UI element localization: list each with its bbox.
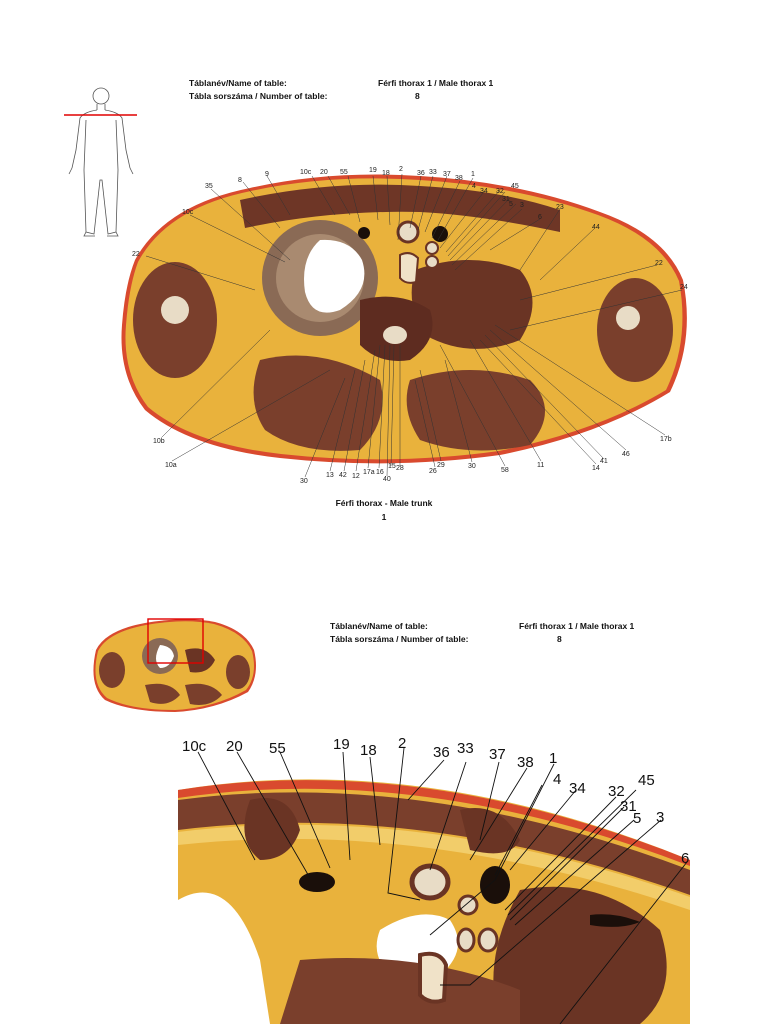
leader-lines-page2 bbox=[197, 747, 688, 1024]
label-30-right: 30 bbox=[468, 463, 476, 470]
table-name-value: Férfi thorax 1 / Male thorax 1 bbox=[378, 78, 494, 88]
label-8: 8 bbox=[238, 177, 242, 184]
zoom-label-45: 45 bbox=[638, 772, 655, 789]
label-24: 24 bbox=[680, 284, 688, 291]
label-2: 2 bbox=[399, 166, 403, 173]
svg-text:·: · bbox=[98, 698, 99, 701]
label-9: 9 bbox=[265, 171, 269, 178]
label-45: 45 bbox=[511, 183, 519, 190]
svg-text:·: · bbox=[92, 648, 93, 651]
label-20: 20 bbox=[320, 169, 328, 176]
table-name-label-2: Táblanév/Name of table: bbox=[330, 621, 428, 631]
svg-text:·: · bbox=[123, 629, 124, 632]
zoom-label-5: 5 bbox=[633, 810, 641, 827]
label-15: 15 bbox=[388, 463, 396, 470]
label-30-left: 30 bbox=[300, 478, 308, 485]
label-4: 4 bbox=[472, 183, 476, 190]
zoom-label-19: 19 bbox=[333, 736, 350, 753]
svg-text:·: · bbox=[140, 624, 141, 627]
zoom-label-33: 33 bbox=[457, 740, 474, 757]
label-38: 38 bbox=[455, 175, 463, 182]
zoom-label-32: 32 bbox=[608, 783, 625, 800]
label-12: 12 bbox=[352, 473, 360, 480]
label-35: 35 bbox=[205, 183, 213, 190]
label-44: 44 bbox=[592, 224, 600, 231]
zoom-label-3: 3 bbox=[656, 809, 664, 826]
label-13: 13 bbox=[326, 472, 334, 479]
zoomed-detail bbox=[178, 752, 690, 1024]
label-10a: 10a bbox=[165, 462, 177, 469]
label-41: 41 bbox=[600, 458, 608, 465]
label-18: 18 bbox=[382, 170, 390, 177]
label-5: 5 bbox=[509, 201, 513, 208]
label-23: 23 bbox=[556, 204, 564, 211]
svg-text:·: · bbox=[245, 698, 246, 701]
label-22-left: 22 bbox=[132, 251, 140, 258]
label-6: 6 bbox=[538, 214, 542, 221]
zoom-label-55: 55 bbox=[269, 740, 286, 757]
figure-caption-page-number: 1 bbox=[381, 512, 387, 522]
label-46: 46 bbox=[622, 451, 630, 458]
zoom-label-4: 4 bbox=[553, 771, 561, 788]
table-number-value-2: 8 bbox=[557, 634, 562, 644]
label-34: 34 bbox=[480, 188, 488, 195]
zoom-label-18: 18 bbox=[360, 742, 377, 759]
label-42: 42 bbox=[339, 472, 347, 479]
label-58: 58 bbox=[501, 467, 509, 474]
table-name-label: Táblanév/Name of table: bbox=[189, 78, 287, 88]
label-31: 31 bbox=[502, 196, 510, 203]
table-number-label-2: Tábla sorszáma / Number of table: bbox=[330, 634, 469, 644]
zoom-label-36: 36 bbox=[433, 744, 450, 761]
zoom-label-34: 34 bbox=[569, 780, 586, 797]
zoom-label-20: 20 bbox=[226, 738, 243, 755]
structure-labels-page1: 10c 20 55 19 18 2 36 33 37 38 1 4 34 32 … bbox=[132, 166, 688, 485]
svg-text:·: · bbox=[132, 626, 133, 629]
table-number-label: Tábla sorszáma / Number of table: bbox=[189, 91, 328, 101]
label-55: 55 bbox=[340, 169, 348, 176]
label-33: 33 bbox=[429, 169, 437, 176]
structure-labels-page2: 10c 20 55 19 18 2 36 33 37 38 1 4 34 32 … bbox=[182, 735, 689, 867]
label-10c-top: 10c bbox=[300, 169, 312, 176]
zoom-label-37: 37 bbox=[489, 746, 506, 763]
label-32: 32 bbox=[496, 188, 504, 195]
label-3: 3 bbox=[520, 202, 524, 209]
thumbnail-cross-section bbox=[93, 619, 256, 712]
label-19: 19 bbox=[369, 167, 377, 174]
label-36: 36 bbox=[417, 170, 425, 177]
zoom-label-38: 38 bbox=[517, 754, 534, 771]
zoom-label-10c: 10c bbox=[182, 738, 207, 755]
figure-caption-title: Férfi thorax - Male trunk bbox=[335, 498, 433, 508]
thumbnail-labels: · · · · · · bbox=[92, 624, 246, 701]
label-14: 14 bbox=[592, 465, 600, 472]
zoom-label-2: 2 bbox=[398, 735, 406, 752]
label-40: 40 bbox=[383, 476, 391, 483]
zoom-label-6: 6 bbox=[681, 850, 689, 867]
label-1: 1 bbox=[471, 171, 475, 178]
label-11: 11 bbox=[537, 462, 544, 469]
zoom-label-31: 31 bbox=[620, 798, 637, 815]
label-26: 26 bbox=[429, 468, 437, 475]
label-17b: 17b bbox=[660, 436, 672, 443]
zoom-label-1: 1 bbox=[549, 750, 557, 767]
label-29: 29 bbox=[437, 462, 445, 469]
zoom-region-indicator bbox=[147, 618, 204, 664]
label-10b: 10b bbox=[153, 438, 165, 445]
label-17a: 17a bbox=[363, 469, 375, 476]
leader-lines-page1 bbox=[145, 173, 683, 478]
body-outline-figure bbox=[68, 87, 134, 237]
label-37: 37 bbox=[443, 171, 451, 178]
label-10c-left: 10c bbox=[182, 209, 194, 216]
table-name-value-2: Férfi thorax 1 / Male thorax 1 bbox=[519, 621, 635, 631]
label-16: 16 bbox=[376, 469, 384, 476]
label-22-right: 22 bbox=[655, 260, 663, 267]
table-number-value: 8 bbox=[415, 91, 420, 101]
label-28: 28 bbox=[396, 465, 404, 472]
thorax-cross-section bbox=[121, 174, 687, 464]
